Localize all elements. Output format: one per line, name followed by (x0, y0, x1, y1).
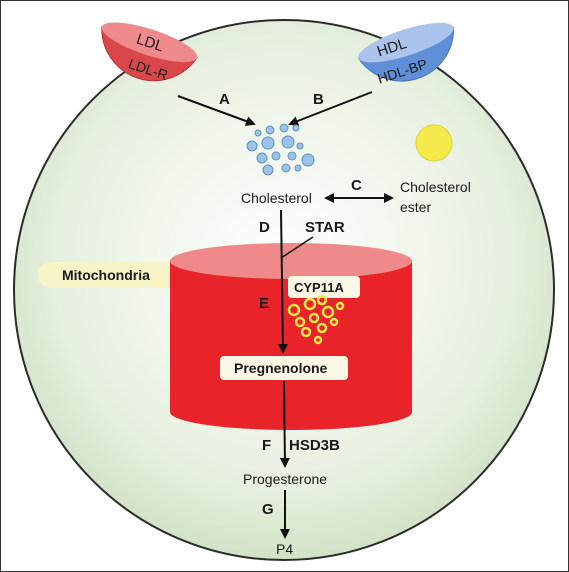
cyp11a-label: CYP11A (294, 280, 344, 295)
progesterone-label: Progesterone (243, 471, 327, 487)
pregnenolone-box (220, 356, 348, 380)
step-a-label: A (219, 91, 230, 108)
step-e-label: E (259, 295, 269, 312)
step-b-label: B (313, 91, 324, 108)
step-g-label: G (262, 501, 274, 518)
arrow-b (288, 91, 373, 126)
p4-label: P4 (276, 541, 293, 557)
mitochondrion-cylinder (170, 243, 412, 430)
star-connector (280, 236, 314, 259)
cholesterol-ester-label-line2: ester (400, 199, 431, 215)
ldl-cap (101, 22, 198, 63)
star-label: STAR (305, 219, 345, 236)
cholesterol-label: Cholesterol (241, 190, 312, 206)
hdl-lipoprotein: HDL HDL-BP (357, 22, 455, 87)
step-d-label: D (259, 219, 270, 236)
arrow-f (279, 380, 290, 468)
arrow-a (177, 95, 256, 126)
mitochondria-label: Mitochondria (62, 267, 150, 283)
hdl-cap (358, 22, 454, 63)
cyp11a-box (288, 276, 360, 298)
cholesterol-bubbles (246, 123, 315, 176)
step-f-label: F (262, 437, 271, 454)
cholesterol-ester-label-line1: Cholesterol (400, 179, 471, 195)
step-c-label: C (351, 177, 362, 194)
hsd3b-label: HSD3B (289, 437, 340, 454)
arrow-d-e (277, 209, 288, 354)
pregnenolone-label: Pregnenolone (234, 360, 328, 376)
lipid-droplet (415, 124, 453, 162)
cyp11a-rings (287, 294, 345, 345)
mitochondria-label-bg (38, 262, 198, 288)
ldl-lipoprotein: LDL LDL-R (101, 22, 198, 83)
